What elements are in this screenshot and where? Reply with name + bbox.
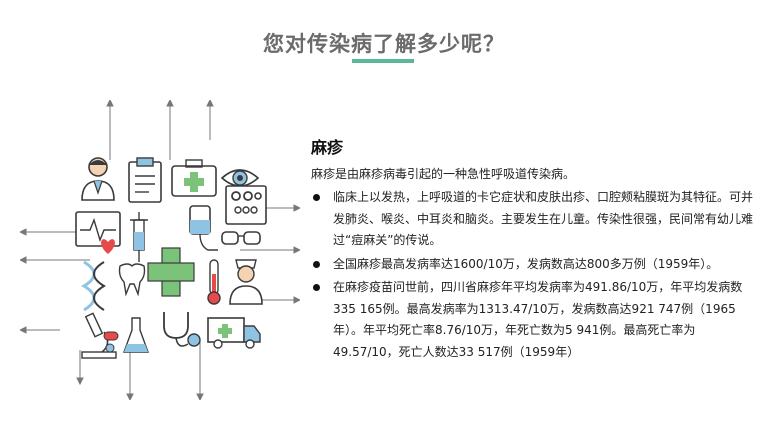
content-panel: 麻疹 麻疹是由麻疹病毒引起的一种急性呼吸道传染病。 临床上以发热，上呼吸道的卡它… — [311, 134, 756, 365]
eye-icon — [220, 169, 260, 187]
pills-icon — [103, 331, 119, 353]
heart-monitor-icon — [75, 211, 121, 254]
page-title: 您对传染病了解多少呢？ — [263, 32, 505, 56]
list-item: 临床上以发热，上呼吸道的卡它症状和皮肤出疹、口腔颊粘膜斑为其特征。可并发肺炎、喉… — [311, 187, 756, 252]
bullet-dot — [313, 284, 320, 291]
tooth-icon — [118, 263, 146, 297]
bullet-dot — [313, 194, 320, 201]
doctor-icon — [81, 157, 115, 201]
syringe-icon — [130, 212, 148, 262]
thermometer-icon — [207, 259, 221, 305]
bullet-list: 临床上以发热，上呼吸道的卡它症状和皮肤出疹、口腔颊粘膜斑为其特征。可并发肺炎、喉… — [311, 187, 756, 363]
bullet-dot — [313, 260, 320, 268]
stethoscope-icon — [163, 312, 201, 347]
list-item: 在麻疹疫苗问世前，四川省麻疹年平均发病率为491.86/10万，年平均发病数33… — [311, 277, 756, 363]
section-heading: 麻疹 — [311, 138, 344, 157]
bullet-text: 临床上以发热，上呼吸道的卡它症状和皮肤出疹、口腔颊粘膜斑为其特征。可并发肺炎、喉… — [333, 190, 754, 247]
list-item: 全国麻疹最高发病率达1600/10万，发病数高达800多万例（1959年）。 — [311, 254, 756, 276]
iv-drip-icon — [189, 205, 218, 251]
ambulance-icon — [207, 317, 261, 349]
clipboard-icon — [128, 157, 162, 203]
eye-chart-icon — [225, 185, 267, 225]
bullet-text: 在麻疹疫苗问世前，四川省麻疹年平均发病率为491.86/10万，年平均发病数33… — [333, 280, 743, 359]
bullet-text: 全国麻疹最高发病率达1600/10万，发病数高达800多万例（1959年）。 — [333, 256, 719, 271]
flask-icon — [123, 317, 149, 353]
nurse-icon — [229, 259, 263, 305]
dna-icon — [81, 260, 106, 312]
medical-illustration — [20, 100, 300, 400]
first-aid-kit-icon — [171, 159, 217, 197]
glasses-icon — [221, 231, 261, 245]
section-intro: 麻疹是由麻疹病毒引起的一种急性呼吸道传染病。 — [311, 167, 576, 181]
title-underline — [352, 59, 414, 63]
medical-cross-icon — [147, 247, 195, 297]
